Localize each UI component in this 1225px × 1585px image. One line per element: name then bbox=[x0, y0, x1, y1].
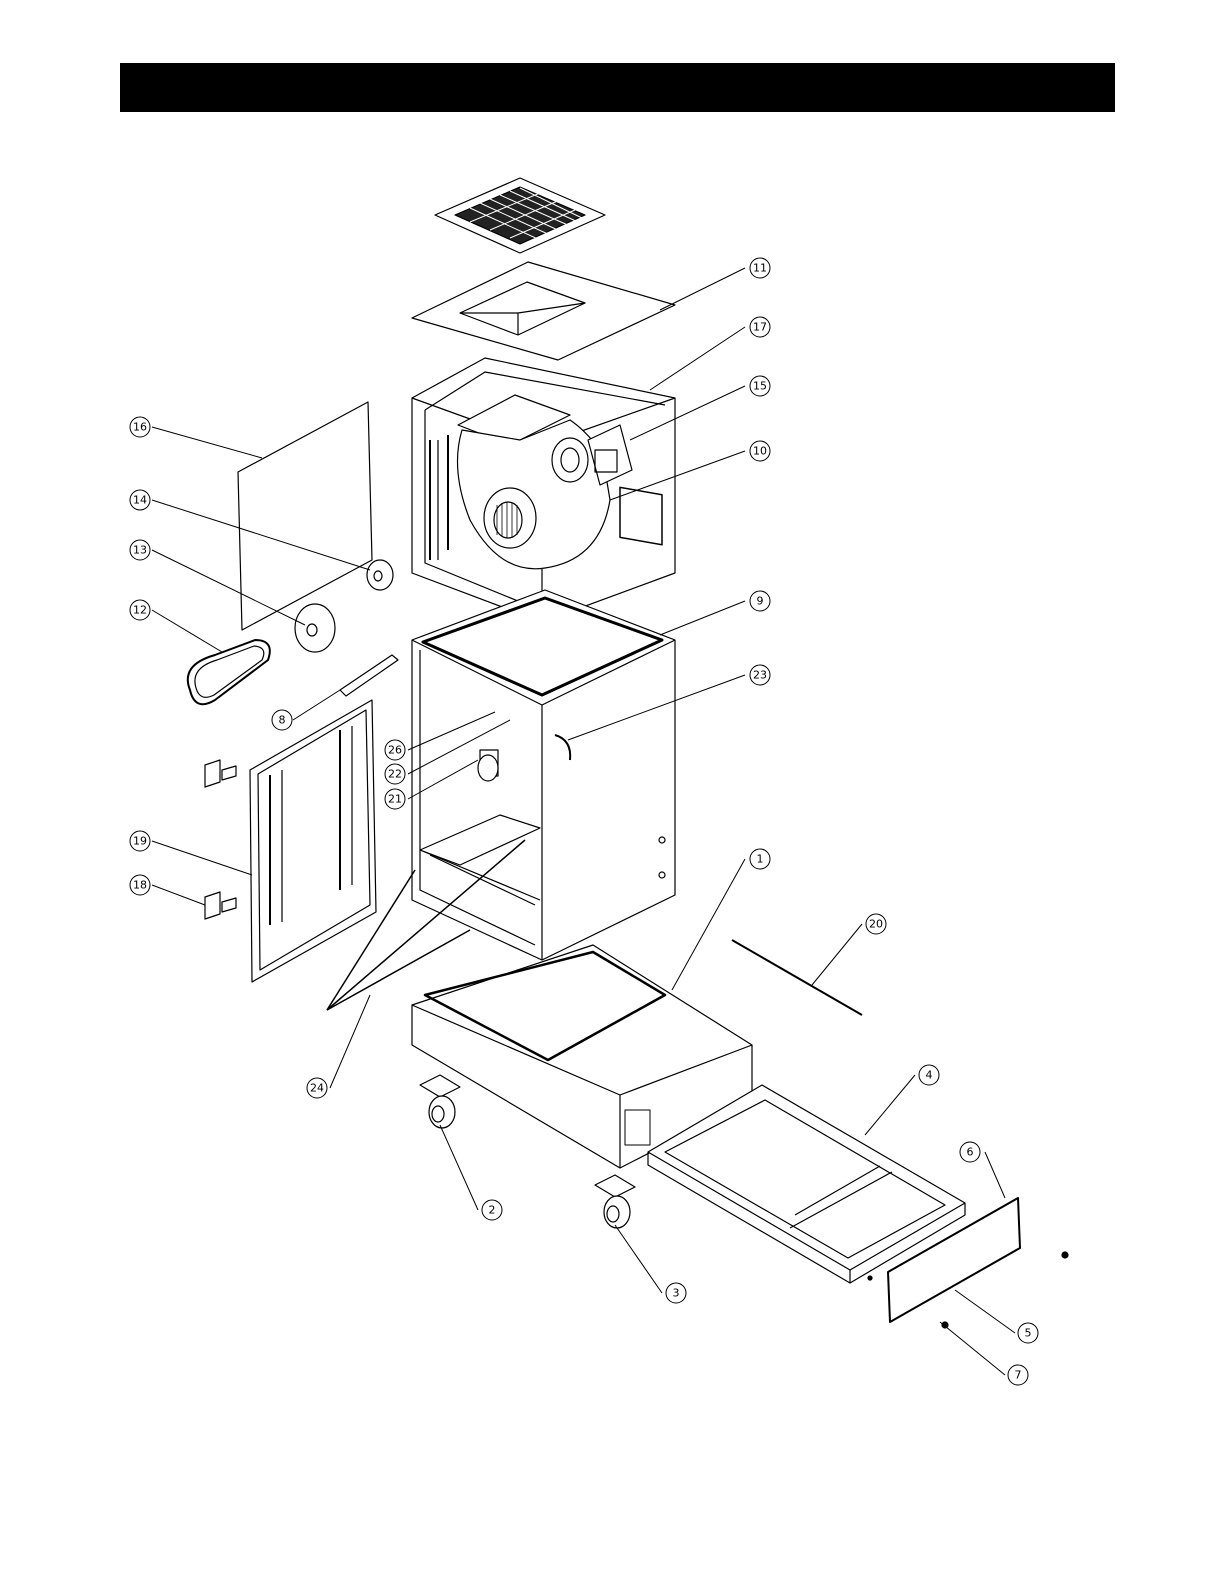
svg-text:8: 8 bbox=[279, 714, 286, 727]
top-grille bbox=[435, 178, 605, 253]
callout-7: 7 bbox=[1008, 1365, 1028, 1385]
callout-18: 18 bbox=[130, 875, 150, 895]
svg-text:21: 21 bbox=[388, 793, 402, 806]
svg-text:23: 23 bbox=[753, 669, 767, 682]
rod bbox=[732, 940, 862, 1015]
svg-text:14: 14 bbox=[133, 494, 147, 507]
side-panel bbox=[238, 402, 372, 630]
door-latch-top bbox=[205, 760, 236, 787]
callout-20: 20 bbox=[866, 914, 886, 934]
callout-21: 21 bbox=[385, 789, 405, 809]
top-panel bbox=[412, 262, 675, 360]
svg-text:26: 26 bbox=[388, 744, 402, 757]
caster-front-right bbox=[595, 1175, 635, 1228]
svg-text:3: 3 bbox=[673, 1287, 680, 1300]
bracket bbox=[340, 655, 398, 696]
svg-text:24: 24 bbox=[310, 1082, 324, 1095]
filter-rack bbox=[420, 815, 540, 905]
svg-text:17: 17 bbox=[753, 321, 767, 334]
callout-13: 13 bbox=[130, 540, 150, 560]
callout-15: 15 bbox=[750, 376, 770, 396]
svg-text:15: 15 bbox=[753, 380, 767, 393]
svg-text:13: 13 bbox=[133, 544, 147, 557]
svg-text:20: 20 bbox=[869, 918, 883, 931]
callout-5: 5 bbox=[1018, 1323, 1038, 1343]
access-door bbox=[250, 700, 376, 982]
svg-text:5: 5 bbox=[1025, 1327, 1032, 1340]
svg-text:2: 2 bbox=[489, 1204, 496, 1217]
small-pulley bbox=[367, 560, 393, 590]
callout-1: 1 bbox=[750, 849, 770, 869]
callout-9: 9 bbox=[750, 591, 770, 611]
callout-22: 22 bbox=[385, 764, 405, 784]
svg-text:4: 4 bbox=[926, 1069, 933, 1082]
svg-text:6: 6 bbox=[967, 1146, 974, 1159]
door-latch-bottom bbox=[205, 892, 236, 919]
svg-text:12: 12 bbox=[133, 604, 147, 617]
callout-16: 16 bbox=[130, 417, 150, 437]
callout-2: 2 bbox=[482, 1200, 502, 1220]
svg-text:9: 9 bbox=[757, 595, 764, 608]
svg-text:22: 22 bbox=[388, 768, 402, 781]
callout-11: 11 bbox=[750, 258, 770, 278]
callout-19: 19 bbox=[130, 831, 150, 851]
callout-14: 14 bbox=[130, 490, 150, 510]
svg-text:18: 18 bbox=[133, 879, 147, 892]
svg-text:10: 10 bbox=[753, 445, 767, 458]
belt bbox=[188, 640, 270, 704]
callout-10: 10 bbox=[750, 441, 770, 461]
power-cord bbox=[555, 735, 570, 760]
large-pulley bbox=[295, 604, 335, 652]
callout-17: 17 bbox=[750, 317, 770, 337]
callout-24: 24 bbox=[307, 1078, 327, 1098]
callout-3: 3 bbox=[666, 1283, 686, 1303]
callout-8: 8 bbox=[272, 710, 292, 730]
callout-23: 23 bbox=[750, 665, 770, 685]
svg-text:16: 16 bbox=[133, 421, 147, 434]
callout-12: 12 bbox=[130, 600, 150, 620]
control-switch bbox=[478, 750, 498, 781]
svg-text:1: 1 bbox=[757, 853, 764, 866]
drawer bbox=[648, 1085, 965, 1283]
callout-6: 6 bbox=[960, 1142, 980, 1162]
svg-text:19: 19 bbox=[133, 835, 147, 848]
callout-4: 4 bbox=[919, 1065, 939, 1085]
svg-text:7: 7 bbox=[1015, 1369, 1022, 1382]
callout-26: 26 bbox=[385, 740, 405, 760]
caster-front-left bbox=[420, 1075, 460, 1128]
svg-text:11: 11 bbox=[753, 262, 767, 275]
